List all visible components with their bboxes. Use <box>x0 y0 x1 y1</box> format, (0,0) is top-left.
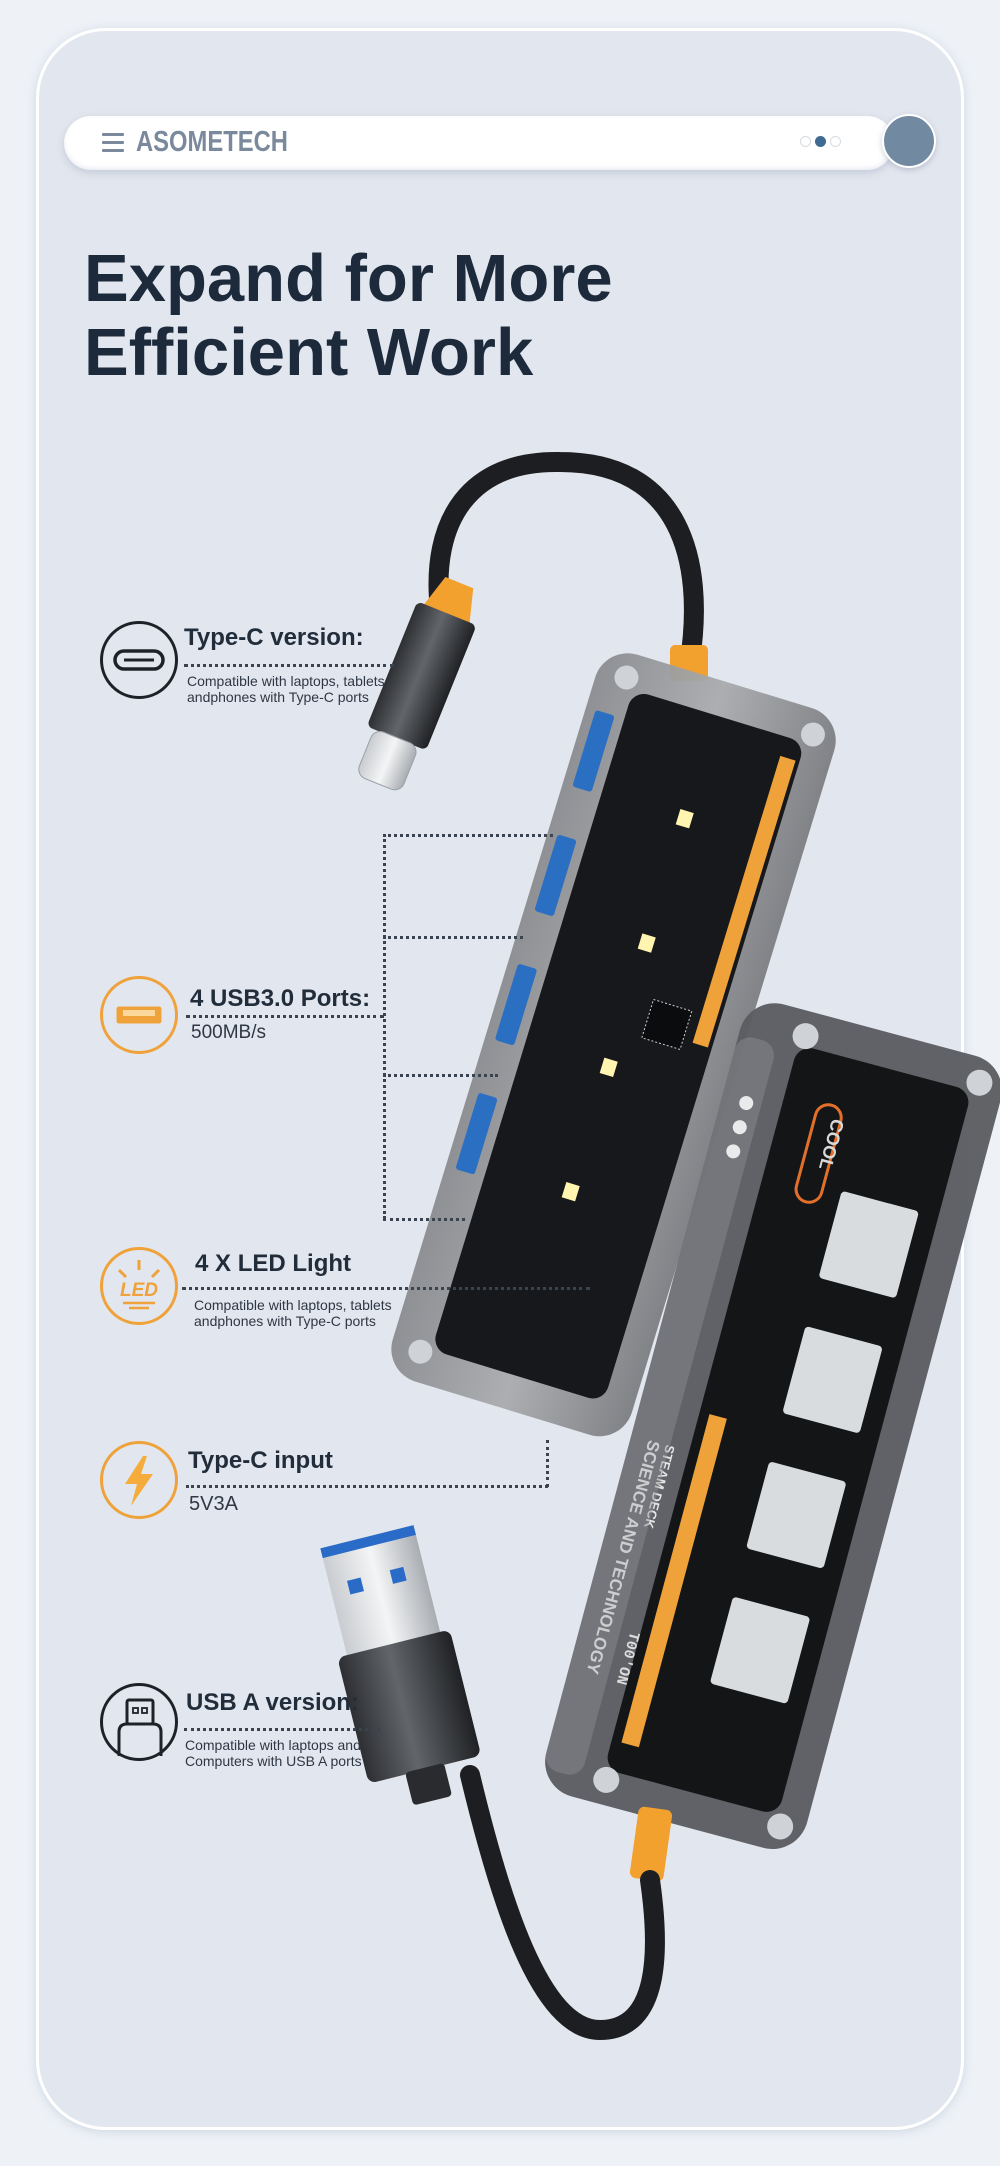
lightning-bolt-icon <box>100 1441 178 1519</box>
feature-subtitle-type-c-version: Compatible with laptops, tablets andphon… <box>187 673 385 705</box>
hamburger-menu-icon[interactable] <box>102 133 124 153</box>
brand-logo[interactable]: ASOMETECH <box>136 126 288 158</box>
leader-line-usb-ports <box>186 1015 384 1018</box>
hazard-stripes-back <box>692 755 796 1048</box>
usb-bracket-vertical <box>383 834 386 1219</box>
bottom-cable <box>460 1765 665 2041</box>
feature-title-type-c-version: Type-C version: <box>184 624 364 651</box>
hub-back <box>391 653 836 1437</box>
pager-dots <box>800 136 841 147</box>
type-c-port-icon <box>100 621 178 699</box>
feature-subtitle-type-c-input: 5V3A <box>189 1493 238 1515</box>
svg-text:LED: LED <box>120 1280 158 1301</box>
usb-a-plug <box>320 1525 480 1805</box>
hazard-stripes-front <box>621 1414 727 1748</box>
bottom-strain-relief <box>629 1806 673 1882</box>
pager-dot-1[interactable] <box>800 136 811 147</box>
pager-dot-3[interactable] <box>830 136 841 147</box>
usb-bracket-port-3 <box>383 1074 498 1077</box>
feature-title-usb-a-version: USB A version: <box>186 1689 359 1716</box>
leader-line-led-light <box>182 1287 590 1290</box>
top-cable <box>428 451 704 670</box>
usb-bracket-port-4 <box>383 1218 465 1221</box>
usb-a-plug-icon <box>100 1683 178 1761</box>
page-title: Expand for More Efficient Work <box>84 242 613 390</box>
leader-line-type-c-input-vertical <box>546 1440 549 1487</box>
avatar[interactable] <box>882 114 936 168</box>
title-line-2: Efficient Work <box>84 315 534 390</box>
leader-line-type-c-version <box>184 664 394 667</box>
feature-title-led-light: 4 X LED Light <box>195 1250 351 1277</box>
leader-line-type-c-input <box>186 1485 548 1488</box>
usb-port-icon <box>100 976 178 1054</box>
usb-bracket-port-2 <box>383 936 523 939</box>
feature-title-type-c-input: Type-C input <box>188 1447 333 1474</box>
leader-line-usb-a-version <box>184 1728 380 1731</box>
title-line-1: Expand for More <box>84 241 613 316</box>
hub-front: COOL STEAM DECK SCIENCE AND TECHNOLOGY T… <box>545 1003 1000 1850</box>
feature-title-usb-ports: 4 USB3.0 Ports: <box>190 985 371 1012</box>
feature-subtitle-usb-ports: 500MB/s <box>191 1022 266 1043</box>
led-light-icon: LED <box>100 1247 178 1325</box>
pager-dot-2-active[interactable] <box>815 136 826 147</box>
feature-subtitle-led-light: Compatible with laptops, tablets andphon… <box>194 1297 392 1329</box>
feature-subtitle-usb-a-version: Compatible with laptops and Computers wi… <box>185 1737 362 1769</box>
type-c-plug <box>358 577 475 791</box>
usb-bracket-port-1 <box>383 834 553 837</box>
top-navbar: ASOMETECH <box>64 116 894 170</box>
